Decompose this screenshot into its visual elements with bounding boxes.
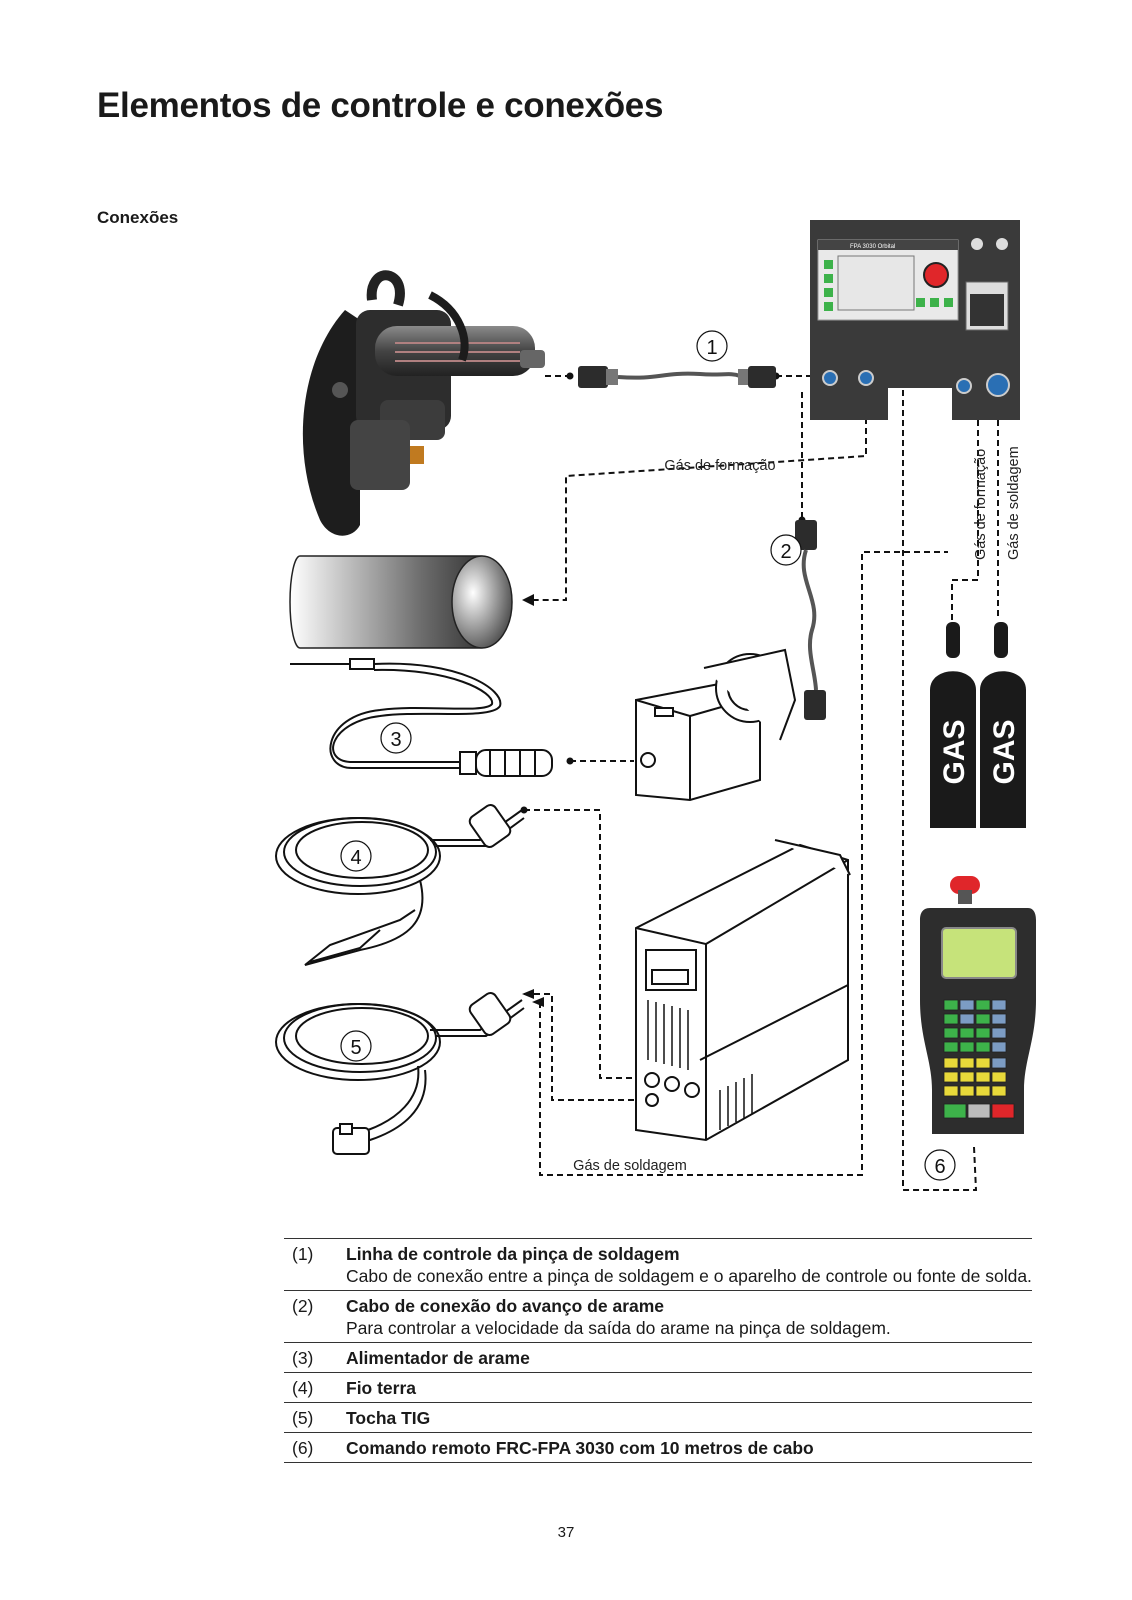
legend-number: (2)	[284, 1290, 346, 1343]
legend-number: (6)	[284, 1432, 346, 1463]
cylinder-label-1: GAS	[938, 719, 971, 784]
svg-text:3: 3	[390, 729, 401, 751]
svg-text:4: 4	[350, 847, 361, 869]
cable-1	[578, 366, 776, 388]
dot-4	[566, 757, 574, 765]
legend-text: Cabo de conexão do avanço de arame Para …	[346, 1290, 1032, 1343]
legend-number: (4)	[284, 1372, 346, 1403]
svg-text:2: 2	[780, 541, 791, 563]
line-forming-gas-to-pipe	[524, 378, 867, 601]
wire-feeder	[635, 648, 797, 802]
callout-2: 2	[770, 534, 802, 566]
callout-3: 3	[380, 722, 412, 754]
svg-text:5: 5	[350, 1037, 361, 1059]
legend-row: (5) Tocha TIG	[284, 1402, 1032, 1433]
legend-row: (3) Alimentador de arame	[284, 1342, 1032, 1373]
arrow-tig-gas-2	[532, 997, 544, 1007]
dot-1	[566, 372, 574, 380]
svg-text:6: 6	[934, 1156, 945, 1178]
gas-cylinders: GAS GAS	[930, 622, 1026, 828]
power-source	[635, 839, 851, 1142]
legend-number: (5)	[284, 1402, 346, 1433]
callout-5: 5	[340, 1030, 372, 1062]
legend-label: Cabo de conexão do avanço de arame	[346, 1296, 665, 1316]
tig-torch-5	[275, 992, 525, 1155]
dot-3	[520, 806, 528, 814]
legend-label: Linha de controle da pinça de soldagem	[346, 1244, 680, 1264]
legend-label: Tocha TIG	[346, 1408, 431, 1428]
arrow-pipe	[522, 594, 534, 606]
legend-text: Fio terra	[346, 1372, 1032, 1403]
line-forming-gas-vertical	[951, 400, 979, 620]
page-title: Elementos de controle e conexões	[97, 86, 664, 125]
legend-label: Fio terra	[346, 1378, 417, 1398]
legend-number: (3)	[284, 1342, 346, 1373]
cable-2	[795, 520, 826, 720]
label-gas-soldagem-v: Gás de soldagem	[1006, 446, 1022, 560]
legend-row: (2) Cabo de conexão do avanço de arame P…	[284, 1290, 1032, 1343]
legend-row: (4) Fio terra	[284, 1372, 1032, 1403]
legend-row: (1) Linha de controle da pinça de soldag…	[284, 1238, 1032, 1291]
svg-text:FPA 3030 Orbital: FPA 3030 Orbital	[850, 244, 895, 250]
legend-description: Para controlar a velocidade da saída do …	[346, 1318, 891, 1338]
arrow-tig-gas	[522, 989, 534, 999]
legend-text: Alimentador de arame	[346, 1342, 1032, 1373]
legend-text: Comando remoto FRC-FPA 3030 com 10 metro…	[346, 1432, 1032, 1463]
control-unit: FPA 3030 Orbital	[810, 220, 1020, 420]
ground-cable-4	[275, 804, 525, 966]
legend-label: Alimentador de arame	[346, 1348, 530, 1368]
label-gas-formacao-v: Gás de formação	[973, 449, 989, 560]
connections-diagram: 1 FPA 3030 Orbital Gás de formação Gás d…	[275, 220, 1036, 1191]
callout-4: 4	[340, 840, 372, 872]
legend-label: Comando remoto FRC-FPA 3030 com 10 metro…	[346, 1438, 814, 1458]
legend-table: (1) Linha de controle da pinça de soldag…	[284, 1238, 1032, 1463]
legend-number: (1)	[284, 1238, 346, 1291]
label-gas-formacao-h: Gás de formação	[664, 458, 775, 474]
legend-row: (6) Comando remoto FRC-FPA 3030 com 10 m…	[284, 1432, 1032, 1463]
line-tig-to-source	[524, 993, 646, 1101]
section-title: Conexões	[97, 208, 179, 227]
remote-keypad	[943, 999, 1015, 1119]
svg-text:1: 1	[706, 337, 717, 359]
legend-description: Cabo de conexão entre a pinça de soldage…	[346, 1266, 1032, 1286]
remote-control	[920, 876, 1036, 1134]
label-gas-soldagem-h: Gás de soldagem	[573, 1158, 687, 1174]
cylinder-label-2: GAS	[988, 719, 1021, 784]
orbital-weld-head	[302, 270, 545, 536]
callout-1: 1	[696, 330, 728, 362]
callout-6: 6	[924, 1149, 956, 1181]
legend-text: Linha de controle da pinça de soldagem C…	[346, 1238, 1032, 1291]
page-number: 37	[557, 1524, 575, 1541]
pipe	[289, 555, 513, 649]
line-ground-to-source	[524, 809, 646, 1079]
legend-text: Tocha TIG	[346, 1402, 1032, 1433]
line-tig-gas	[539, 551, 948, 1176]
tig-torch-3	[290, 658, 553, 777]
